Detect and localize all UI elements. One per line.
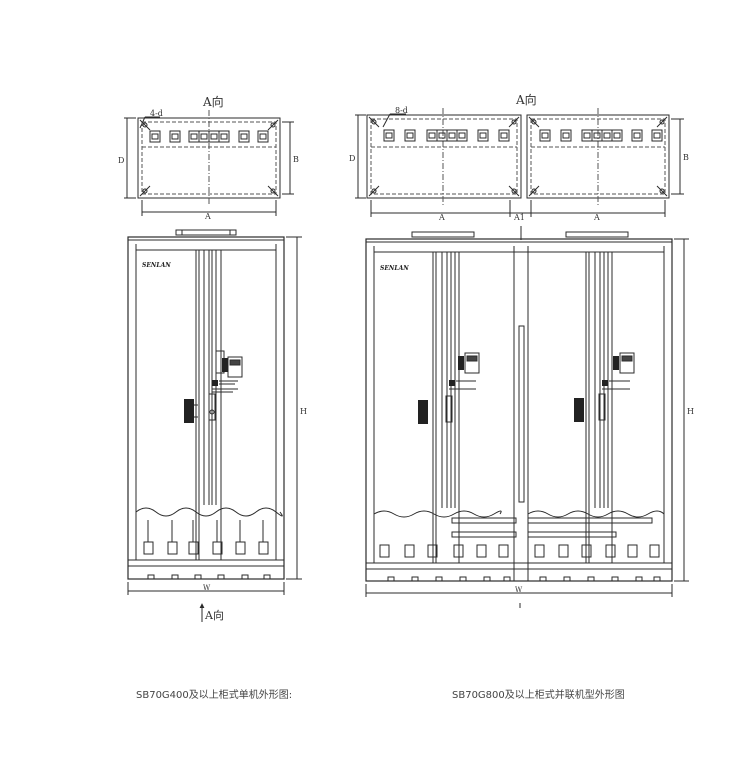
right-top-view-title: A向 [515, 92, 537, 107]
right-hole-label: 8-d [395, 106, 408, 115]
right-door-handle-1[interactable] [418, 400, 428, 424]
right-cabinet-outline [365, 238, 673, 582]
right-gap-label: A1 [513, 213, 525, 222]
left-hole-label: 4-d [150, 109, 163, 118]
left-base-feet [147, 574, 271, 580]
right-depth-label-inner: B [683, 153, 689, 162]
right-width-label-front: W [515, 586, 523, 594]
left-brand: SENLAN [142, 262, 171, 269]
left-depth-label-outer: D [118, 156, 124, 165]
right-brand: SENLAN [380, 265, 409, 272]
left-depth-label-inner: B [293, 155, 299, 164]
right-front-view: SENLAN [365, 226, 694, 608]
left-door-handle[interactable] [184, 399, 194, 423]
right-keypad-1 [464, 352, 480, 374]
left-terminal-row [149, 130, 269, 143]
left-arrow-label: A向 [204, 608, 224, 622]
left-height-label: H [300, 407, 307, 416]
right-depth-label-outer: D [349, 154, 355, 163]
left-caption: SB70G400及以上柜式单机外形图: [136, 690, 293, 701]
right-centre-handle[interactable] [518, 325, 525, 503]
left-width-label: A [204, 212, 211, 221]
right-height-label: H [687, 407, 694, 416]
left-cabinet-outline [127, 236, 285, 580]
right-cable-glands [379, 544, 660, 558]
left-width-label-front: W [203, 584, 211, 592]
left-top-view-title: A向 [202, 94, 224, 109]
left-cable-glands [143, 520, 269, 555]
right-keypad-2 [619, 352, 635, 374]
left-front-view: SENLAN H [127, 229, 307, 622]
right-terminal-row-1 [383, 129, 510, 142]
right-base-feet [387, 576, 661, 582]
right-top-view: A向 8-d [349, 92, 689, 222]
right-door-handle-2[interactable] [574, 398, 584, 422]
right-width-label-2: A [593, 213, 600, 222]
right-terminal-row-2 [539, 129, 663, 142]
right-caption: SB70G800及以上柜式并联机型外形图 [452, 690, 625, 701]
left-top-view: A向 4-d D B A [118, 94, 299, 221]
right-width-label: A [438, 213, 445, 222]
